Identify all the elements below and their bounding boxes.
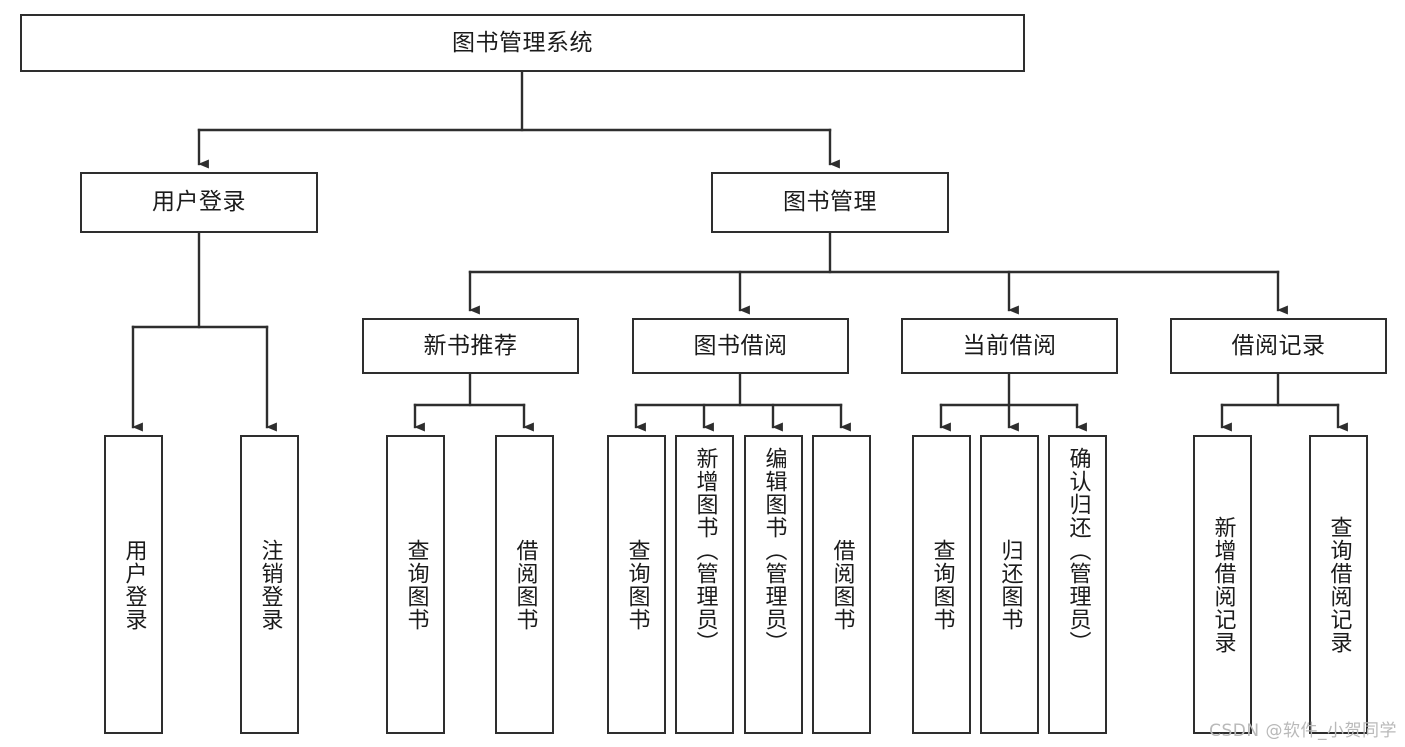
leaf-bb-edit-book-label: 编辑图书（管理员） bbox=[761, 447, 787, 654]
leaf-br-query-record-label: 查询借阅记录 bbox=[1326, 515, 1352, 654]
leaf-nb-borrow-book-label: 借阅图书 bbox=[512, 538, 538, 631]
leaf-cb-query-book-label: 查询图书 bbox=[929, 538, 955, 631]
node-book-manage-label: 图书管理 bbox=[783, 189, 877, 216]
node-current-borrow-label: 当前借阅 bbox=[962, 332, 1057, 359]
node-current-borrow[interactable]: 当前借阅 bbox=[901, 318, 1118, 374]
leaf-bb-borrow-book-label: 借阅图书 bbox=[829, 538, 855, 631]
leaf-bb-edit-book[interactable]: 编辑图书（管理员） bbox=[744, 435, 803, 734]
leaf-cb-return-book-label: 归还图书 bbox=[997, 538, 1023, 631]
leaf-logout-label: 注销登录 bbox=[257, 538, 283, 631]
leaf-bb-query-book[interactable]: 查询图书 bbox=[607, 435, 666, 734]
leaf-cb-query-book[interactable]: 查询图书 bbox=[912, 435, 971, 734]
leaf-br-add-record-label: 新增借阅记录 bbox=[1210, 515, 1236, 654]
leaf-bb-add-book-label: 新增图书（管理员） bbox=[692, 447, 718, 654]
leaf-bb-borrow-book[interactable]: 借阅图书 bbox=[812, 435, 871, 734]
leaf-logout[interactable]: 注销登录 bbox=[240, 435, 299, 734]
node-new-book-recommend-label: 新书推荐 bbox=[423, 332, 518, 359]
leaf-cb-confirm-return-label: 确认归还（管理员） bbox=[1065, 447, 1091, 654]
node-book-manage[interactable]: 图书管理 bbox=[711, 172, 949, 233]
leaf-cb-return-book[interactable]: 归还图书 bbox=[980, 435, 1039, 734]
node-book-borrow[interactable]: 图书借阅 bbox=[632, 318, 849, 374]
node-borrow-record-label: 借阅记录 bbox=[1231, 332, 1326, 359]
leaf-nb-query-book[interactable]: 查询图书 bbox=[386, 435, 445, 734]
leaf-bb-query-book-label: 查询图书 bbox=[624, 538, 650, 631]
leaf-user-login[interactable]: 用户登录 bbox=[104, 435, 163, 734]
node-root[interactable]: 图书管理系统 bbox=[20, 14, 1025, 72]
leaf-br-query-record[interactable]: 查询借阅记录 bbox=[1309, 435, 1368, 734]
leaf-br-add-record[interactable]: 新增借阅记录 bbox=[1193, 435, 1252, 734]
node-user-login[interactable]: 用户登录 bbox=[80, 172, 318, 233]
node-new-book-recommend[interactable]: 新书推荐 bbox=[362, 318, 579, 374]
leaf-nb-borrow-book[interactable]: 借阅图书 bbox=[495, 435, 554, 734]
node-book-borrow-label: 图书借阅 bbox=[693, 332, 788, 359]
node-user-login-label: 用户登录 bbox=[152, 189, 246, 216]
leaf-cb-confirm-return[interactable]: 确认归还（管理员） bbox=[1048, 435, 1107, 734]
leaf-nb-query-book-label: 查询图书 bbox=[403, 538, 429, 631]
node-root-label: 图书管理系统 bbox=[452, 29, 593, 56]
node-borrow-record[interactable]: 借阅记录 bbox=[1170, 318, 1387, 374]
leaf-bb-add-book[interactable]: 新增图书（管理员） bbox=[675, 435, 734, 734]
leaf-user-login-label: 用户登录 bbox=[121, 538, 147, 631]
